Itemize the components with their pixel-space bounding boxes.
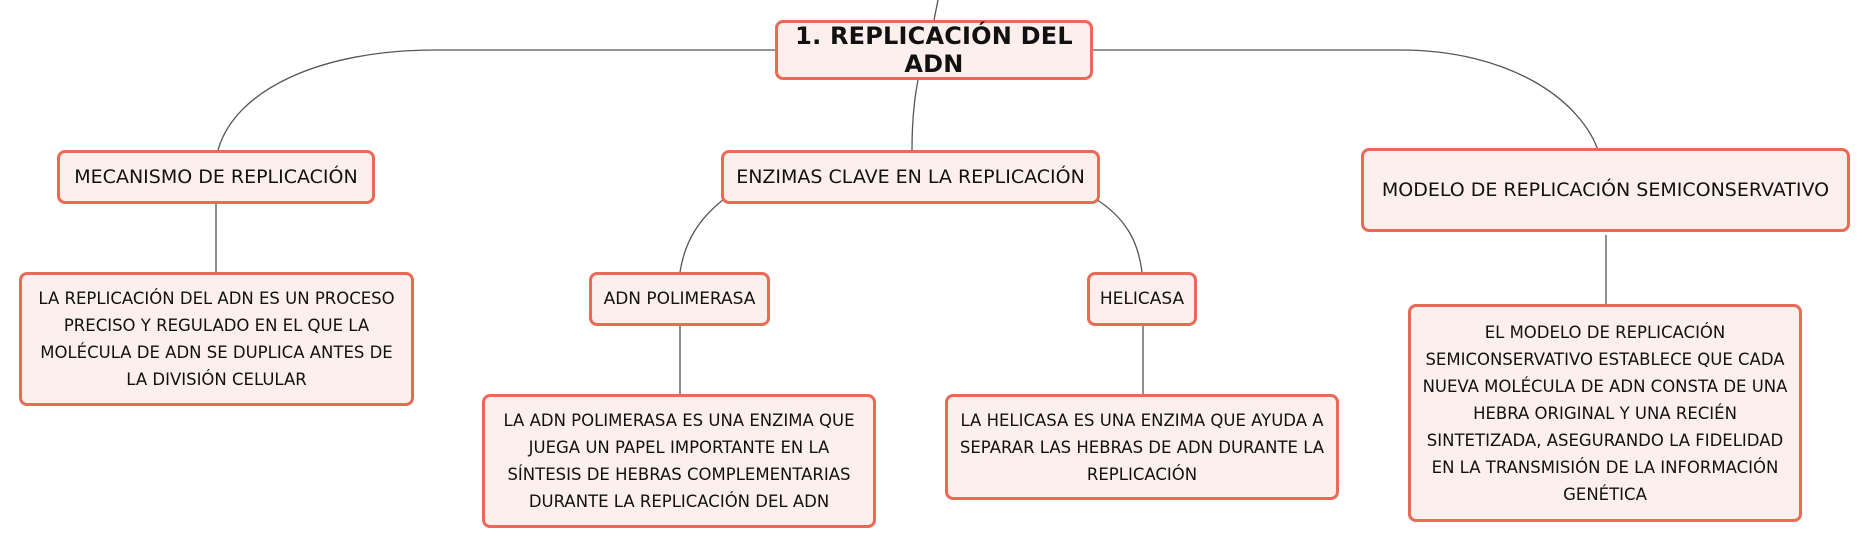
connector-root-to-enzimas [911, 79, 919, 151]
subtopic-adn-polimerasa[interactable]: ADN POLIMERASA [589, 272, 770, 326]
topic-enzimas-clave[interactable]: ENZIMAS CLAVE EN LA REPLICACIÓN [721, 150, 1100, 204]
connector-root-to-mecanismo [217, 49, 775, 151]
topic-mecanismo-label: MECANISMO DE REPLICACIÓN [74, 166, 358, 188]
root-node[interactable]: 1. REPLICACIÓN DEL ADN [775, 20, 1093, 80]
connector-parent-to-root [933, 0, 939, 21]
polimerasa-description-text: LA ADN POLIMERASA ES UNA ENZIMA QUE JUEG… [503, 411, 855, 511]
connector-enzimas-to-helicasa [1095, 198, 1143, 273]
modelo-description-node[interactable]: EL MODELO DE REPLICACIÓN SEMICONSERVATIV… [1408, 304, 1802, 522]
subtopic-polimerasa-label: ADN POLIMERASA [603, 289, 756, 309]
helicasa-description-text: LA HELICASA ES UNA ENZIMA QUE AYUDA A SE… [959, 410, 1325, 484]
helicasa-description-node[interactable]: LA HELICASA ES UNA ENZIMA QUE AYUDA A SE… [945, 394, 1339, 500]
connector-enzimas-to-polimerasa [679, 198, 725, 273]
root-label: 1. REPLICACIÓN DEL ADN [795, 22, 1073, 78]
topic-enzimas-label: ENZIMAS CLAVE EN LA REPLICACIÓN [736, 166, 1085, 188]
subtopic-helicasa[interactable]: HELICASA [1087, 272, 1197, 326]
connector-root-to-modelo [1093, 49, 1599, 151]
modelo-description-text: EL MODELO DE REPLICACIÓN SEMICONSERVATIV… [1422, 322, 1788, 504]
topic-mecanismo-replicacion[interactable]: MECANISMO DE REPLICACIÓN [57, 150, 375, 204]
mecanismo-description-node[interactable]: LA REPLICACIÓN DEL ADN ES UN PROCESO PRE… [19, 272, 414, 406]
subtopic-helicasa-label: HELICASA [1099, 289, 1185, 309]
topic-modelo-label: MODELO DE REPLICACIÓN SEMICONSERVATIVO [1381, 179, 1830, 201]
polimerasa-description-node[interactable]: LA ADN POLIMERASA ES UNA ENZIMA QUE JUEG… [482, 394, 876, 528]
topic-modelo-semiconservativo[interactable]: MODELO DE REPLICACIÓN SEMICONSERVATIVO [1361, 148, 1850, 232]
mecanismo-description-text: LA REPLICACIÓN DEL ADN ES UN PROCESO PRE… [38, 289, 395, 389]
